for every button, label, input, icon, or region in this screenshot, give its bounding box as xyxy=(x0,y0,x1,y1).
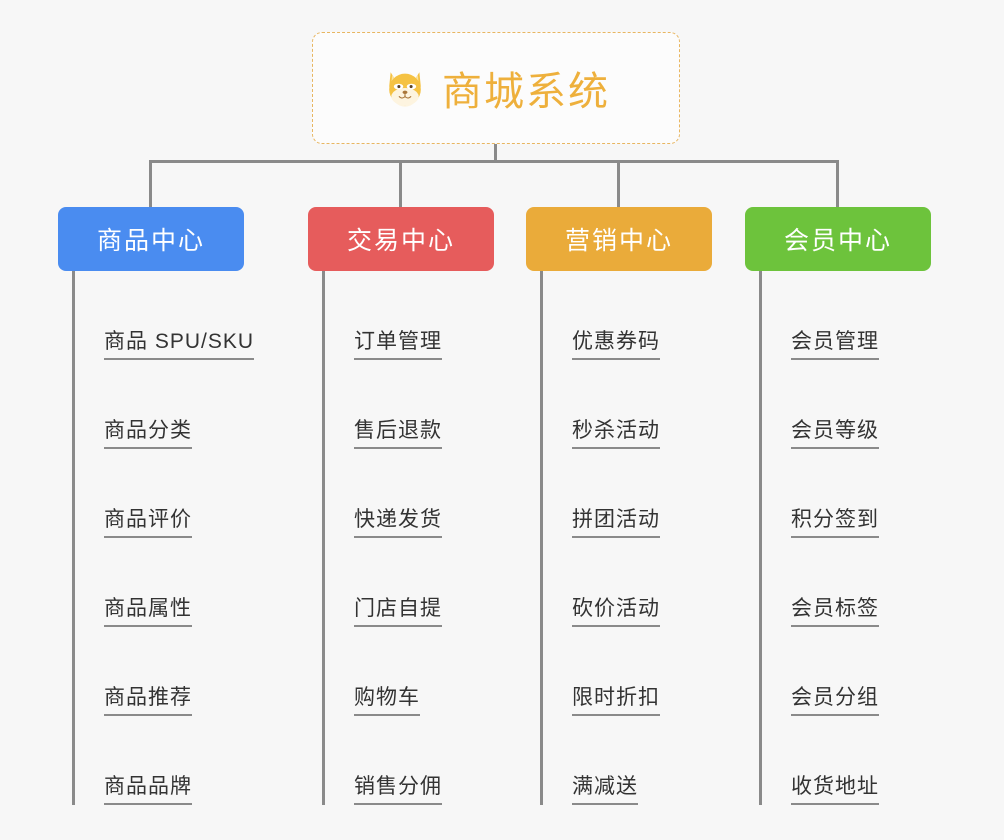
list-item-label: 订单管理 xyxy=(354,330,442,360)
list-item[interactable]: 购物车 xyxy=(308,627,494,716)
category-label: 商品中心 xyxy=(96,227,205,255)
list-item-label: 商品属性 xyxy=(104,597,192,627)
list-item[interactable]: 会员分组 xyxy=(745,627,931,716)
list-item[interactable]: 会员等级 xyxy=(745,360,931,449)
branch-trade-center: 交易中心 订单管理 售后退款 快递发货 门店自提 购物车 销售分佣 xyxy=(308,207,494,805)
list-item-label: 商品 SPU/SKU xyxy=(104,330,255,360)
list-item-label: 购物车 xyxy=(354,686,420,716)
list-item-label: 会员等级 xyxy=(791,419,879,449)
leaf-list-member-center: 会员管理 会员等级 积分签到 会员标签 会员分组 收货地址 xyxy=(745,271,931,805)
list-item[interactable]: 商品 SPU/SKU xyxy=(58,271,255,360)
list-item[interactable]: 优惠券码 xyxy=(526,271,712,360)
list-item-label: 会员管理 xyxy=(791,330,879,360)
connector-root-stem xyxy=(494,144,497,162)
list-item-label: 销售分佣 xyxy=(354,775,442,805)
list-item[interactable]: 秒杀活动 xyxy=(526,360,712,449)
leaf-list-trade-center: 订单管理 售后退款 快递发货 门店自提 购物车 销售分佣 xyxy=(308,271,494,805)
connector-drop-product-center xyxy=(149,160,152,208)
leaf-spine xyxy=(759,271,762,805)
category-label: 营销中心 xyxy=(564,227,673,255)
list-item[interactable]: 积分签到 xyxy=(745,449,931,538)
list-item-label: 商品品牌 xyxy=(104,775,192,805)
category-label: 交易中心 xyxy=(346,227,455,255)
list-item[interactable]: 商品属性 xyxy=(58,538,244,627)
list-item-label: 门店自提 xyxy=(354,597,442,627)
connector-drop-member-center xyxy=(836,160,839,208)
list-item[interactable]: 售后退款 xyxy=(308,360,494,449)
leaf-list-product-center: 商品 SPU/SKU 商品分类 商品评价 商品属性 商品推荐 商品品牌 xyxy=(58,271,255,805)
list-item[interactable]: 商品推荐 xyxy=(58,627,244,716)
list-item-label: 商品分类 xyxy=(104,419,192,449)
list-item-label: 限时折扣 xyxy=(572,686,660,716)
leaf-spine xyxy=(540,271,543,805)
list-item[interactable]: 拼团活动 xyxy=(526,449,712,538)
root-title: 商城系统 xyxy=(442,70,610,114)
list-item[interactable]: 会员管理 xyxy=(745,271,931,360)
connector-bus xyxy=(149,160,839,163)
list-item[interactable]: 商品品牌 xyxy=(58,716,244,805)
list-item[interactable]: 收货地址 xyxy=(745,716,931,805)
list-item-label: 砍价活动 xyxy=(572,597,660,627)
list-item-label: 优惠券码 xyxy=(572,330,660,360)
list-item[interactable]: 会员标签 xyxy=(745,538,931,627)
list-item-label: 商品推荐 xyxy=(104,686,192,716)
category-header-product-center[interactable]: 商品中心 xyxy=(58,207,244,271)
connector-drop-trade-center xyxy=(399,160,402,208)
branch-marketing-center: 营销中心 优惠券码 秒杀活动 拼团活动 砍价活动 限时折扣 满减送 xyxy=(526,207,712,805)
list-item[interactable]: 门店自提 xyxy=(308,538,494,627)
branch-member-center: 会员中心 会员管理 会员等级 积分签到 会员标签 会员分组 收货地址 xyxy=(745,207,931,805)
branch-product-center: 商品中心 商品 SPU/SKU 商品分类 商品评价 商品属性 商品推荐 商品品牌 xyxy=(58,207,255,805)
list-item-label: 秒杀活动 xyxy=(572,419,660,449)
category-header-member-center[interactable]: 会员中心 xyxy=(745,207,931,271)
root-node[interactable]: 商城系统 xyxy=(312,32,680,144)
category-label: 会员中心 xyxy=(783,227,892,255)
list-item[interactable]: 商品分类 xyxy=(58,360,244,449)
list-item[interactable]: 快递发货 xyxy=(308,449,494,538)
list-item-label: 积分签到 xyxy=(791,508,879,538)
category-header-trade-center[interactable]: 交易中心 xyxy=(308,207,494,271)
list-item[interactable]: 订单管理 xyxy=(308,271,494,360)
list-item[interactable]: 销售分佣 xyxy=(308,716,494,805)
list-item[interactable]: 满减送 xyxy=(526,716,712,805)
category-header-marketing-center[interactable]: 营销中心 xyxy=(526,207,712,271)
list-item-label: 满减送 xyxy=(572,775,638,805)
list-item-label: 拼团活动 xyxy=(572,508,660,538)
connector-drop-marketing-center xyxy=(617,160,620,208)
list-item[interactable]: 限时折扣 xyxy=(526,627,712,716)
list-item[interactable]: 砍价活动 xyxy=(526,538,712,627)
list-item-label: 收货地址 xyxy=(791,775,879,805)
list-item-label: 会员标签 xyxy=(791,597,879,627)
list-item-label: 会员分组 xyxy=(791,686,879,716)
list-item-label: 快递发货 xyxy=(354,508,442,538)
shiba-dog-face-icon xyxy=(382,65,428,111)
list-item-label: 商品评价 xyxy=(104,508,192,538)
leaf-list-marketing-center: 优惠券码 秒杀活动 拼团活动 砍价活动 限时折扣 满减送 xyxy=(526,271,712,805)
leaf-spine xyxy=(72,271,75,805)
list-item-label: 售后退款 xyxy=(354,419,442,449)
list-item[interactable]: 商品评价 xyxy=(58,449,244,538)
leaf-spine xyxy=(322,271,325,805)
